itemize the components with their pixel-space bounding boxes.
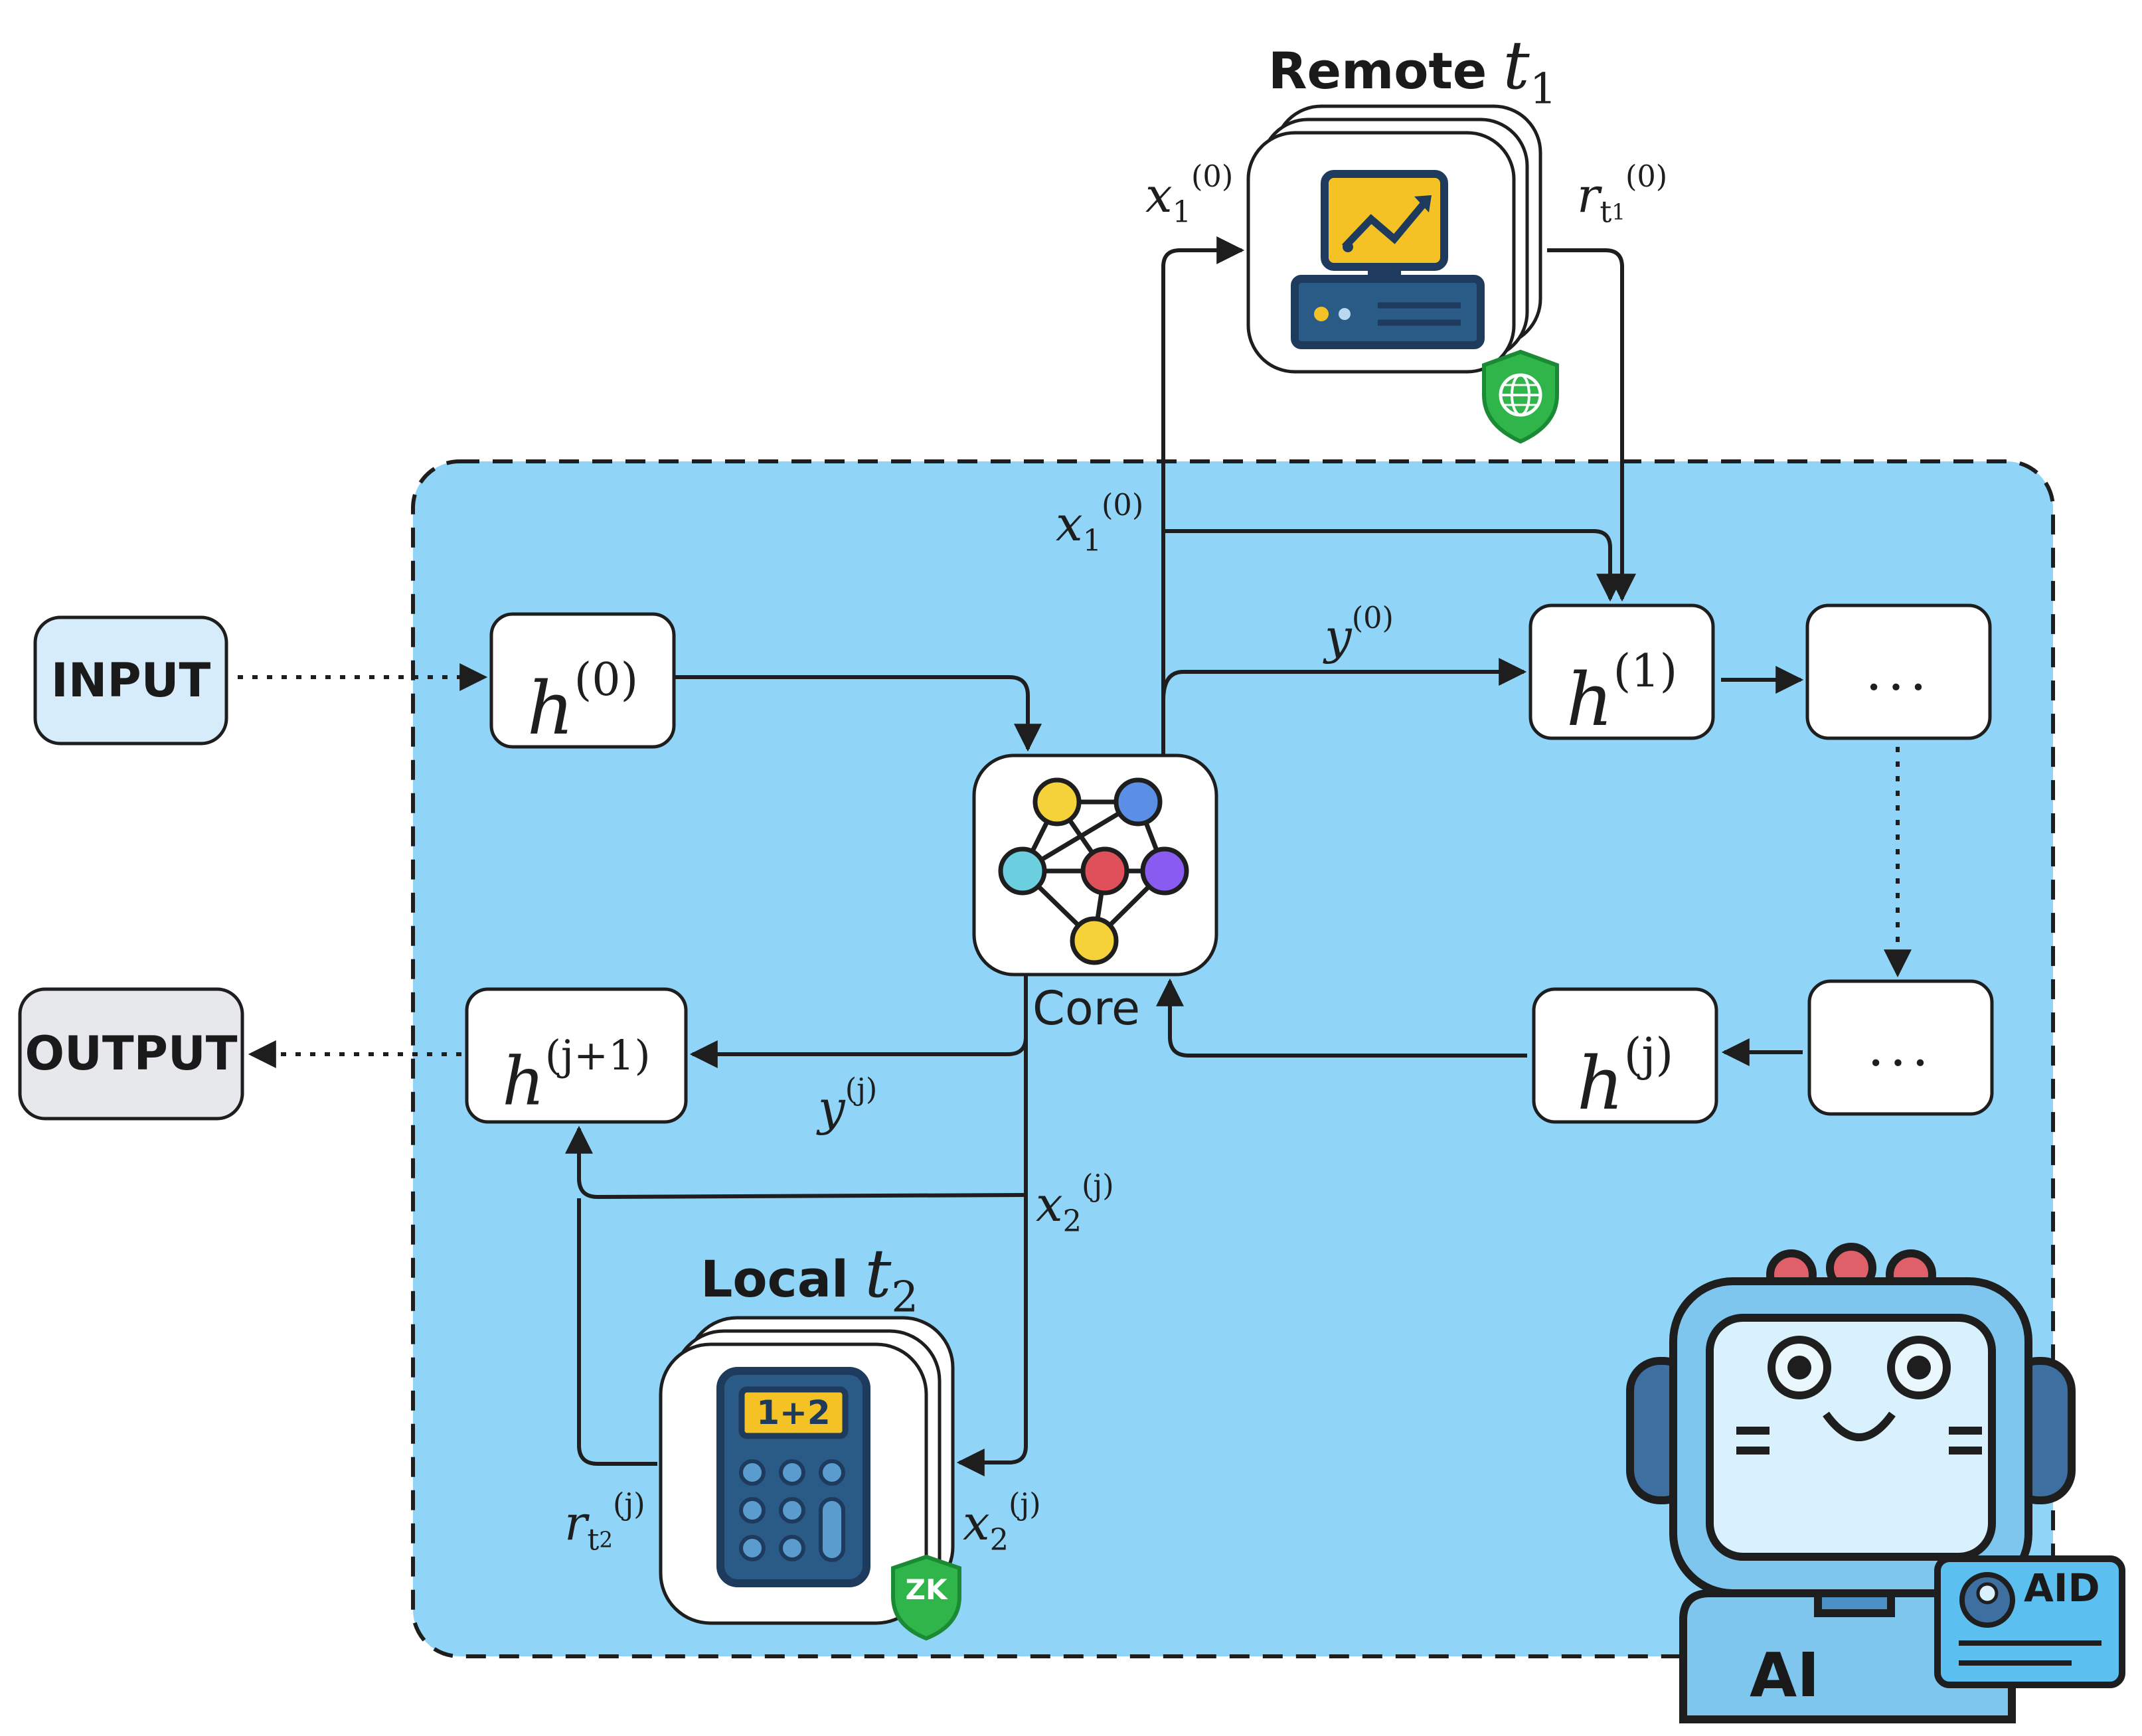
edge-core-local [956,1036,1028,1476]
edge-label-r-t1: rt1(0) [1577,159,1668,230]
edge-label-y0: y(0) [1325,601,1394,665]
input-label: INPUT [50,653,211,708]
edge-x2-hj1 [565,1125,1027,1200]
edge-hj-core [1156,978,1527,1058]
id-card-icon [1934,1555,2125,1688]
edge-label-r-t2: rt2(j) [564,1487,645,1557]
node-hj1-label: h(j+1) [502,1031,651,1121]
input-box [33,615,228,746]
robot-aid-label: AID [2024,1565,2100,1611]
node-h1-label: h(1) [1566,645,1678,742]
edge-label-x1-mid: x1(0) [1056,488,1144,558]
edge-core-remote [1161,236,1245,755]
zk-shield-icon [891,1554,961,1641]
server-monitor-icon [1291,170,1485,349]
globe-shield-icon [1482,349,1559,444]
calculator-display-text: 1+2 [756,1393,831,1432]
node-hj [1532,987,1718,1124]
node-hj-label: h(j) [1576,1029,1674,1126]
edge-label-x1-top: x1(0) [1145,159,1234,230]
remote-tool-title: Remote t1 [1268,27,1557,114]
edge-core-h1 [1161,658,1527,701]
edge-remote-h1 [1547,248,1636,602]
edge-label-yj: y(j) [818,1072,878,1136]
output-label: OUTPUT [25,1026,238,1081]
node-hj1 [465,987,688,1124]
node-h0-label: h(0) [527,654,639,751]
edge-h0-core [674,675,1042,752]
node-dots-bottom [1807,979,1994,1116]
output-box [18,987,244,1121]
node-dots-top [1805,603,1992,740]
edge-local-hj1 [577,1198,657,1466]
edge-label-x2-mid: x2(j) [1036,1168,1114,1239]
robot-ai-label: AI [1750,1640,1820,1711]
local-tool-card [659,1316,961,1641]
dots-bottom-label: ... [1867,1016,1934,1078]
robot-mascot-icon [1626,1243,2076,1723]
core-label: Core [1032,981,1141,1036]
dots-top-label: ... [1865,641,1932,702]
node-h1 [1528,603,1715,740]
local-tool-title: Local t2 [700,1235,919,1322]
edge-label-x2-bottom: x2(j) [963,1487,1041,1557]
edge-x1-h1 [1163,529,1624,602]
calculator-icon [716,1367,870,1587]
neural-network-icon [998,777,1189,965]
zk-badge-text: ZK [905,1573,947,1606]
remote-tool-card [1246,104,1559,444]
node-h0 [489,612,676,749]
